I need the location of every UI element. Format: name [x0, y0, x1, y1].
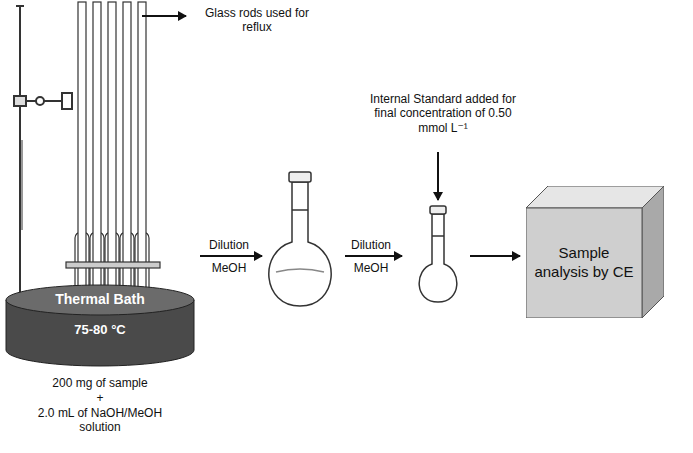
step-label: Dilution	[340, 238, 402, 252]
volumetric-flask-small	[419, 206, 457, 302]
solvent-label: MeOH	[340, 261, 402, 275]
glass-rods	[66, 2, 160, 302]
analysis-cube: Sample analysis by CE	[526, 186, 664, 318]
volumetric-flask-large	[269, 172, 331, 306]
step-label: Dilution	[198, 238, 260, 252]
bath-name: Thermal Bath	[4, 291, 196, 307]
reagent-amount: 2.0 mL of NaOH/MeOH solution	[20, 406, 180, 435]
rods-note: Glass rods used for reflux	[192, 6, 322, 35]
rods-pointer	[142, 16, 186, 17]
plus-sign: +	[20, 391, 180, 405]
thermal-bath: Thermal Bath 75-80 °C	[4, 282, 196, 368]
lab-stand	[14, 6, 72, 300]
sample-amount: 200 mg of sample	[20, 376, 180, 390]
solvent-label: MeOH	[198, 261, 260, 275]
internal-standard-note: Internal Standard added for final concen…	[368, 92, 518, 135]
bath-temperature: 75-80 °C	[4, 322, 196, 337]
analysis-label: Sample analysis by CE	[534, 208, 634, 318]
